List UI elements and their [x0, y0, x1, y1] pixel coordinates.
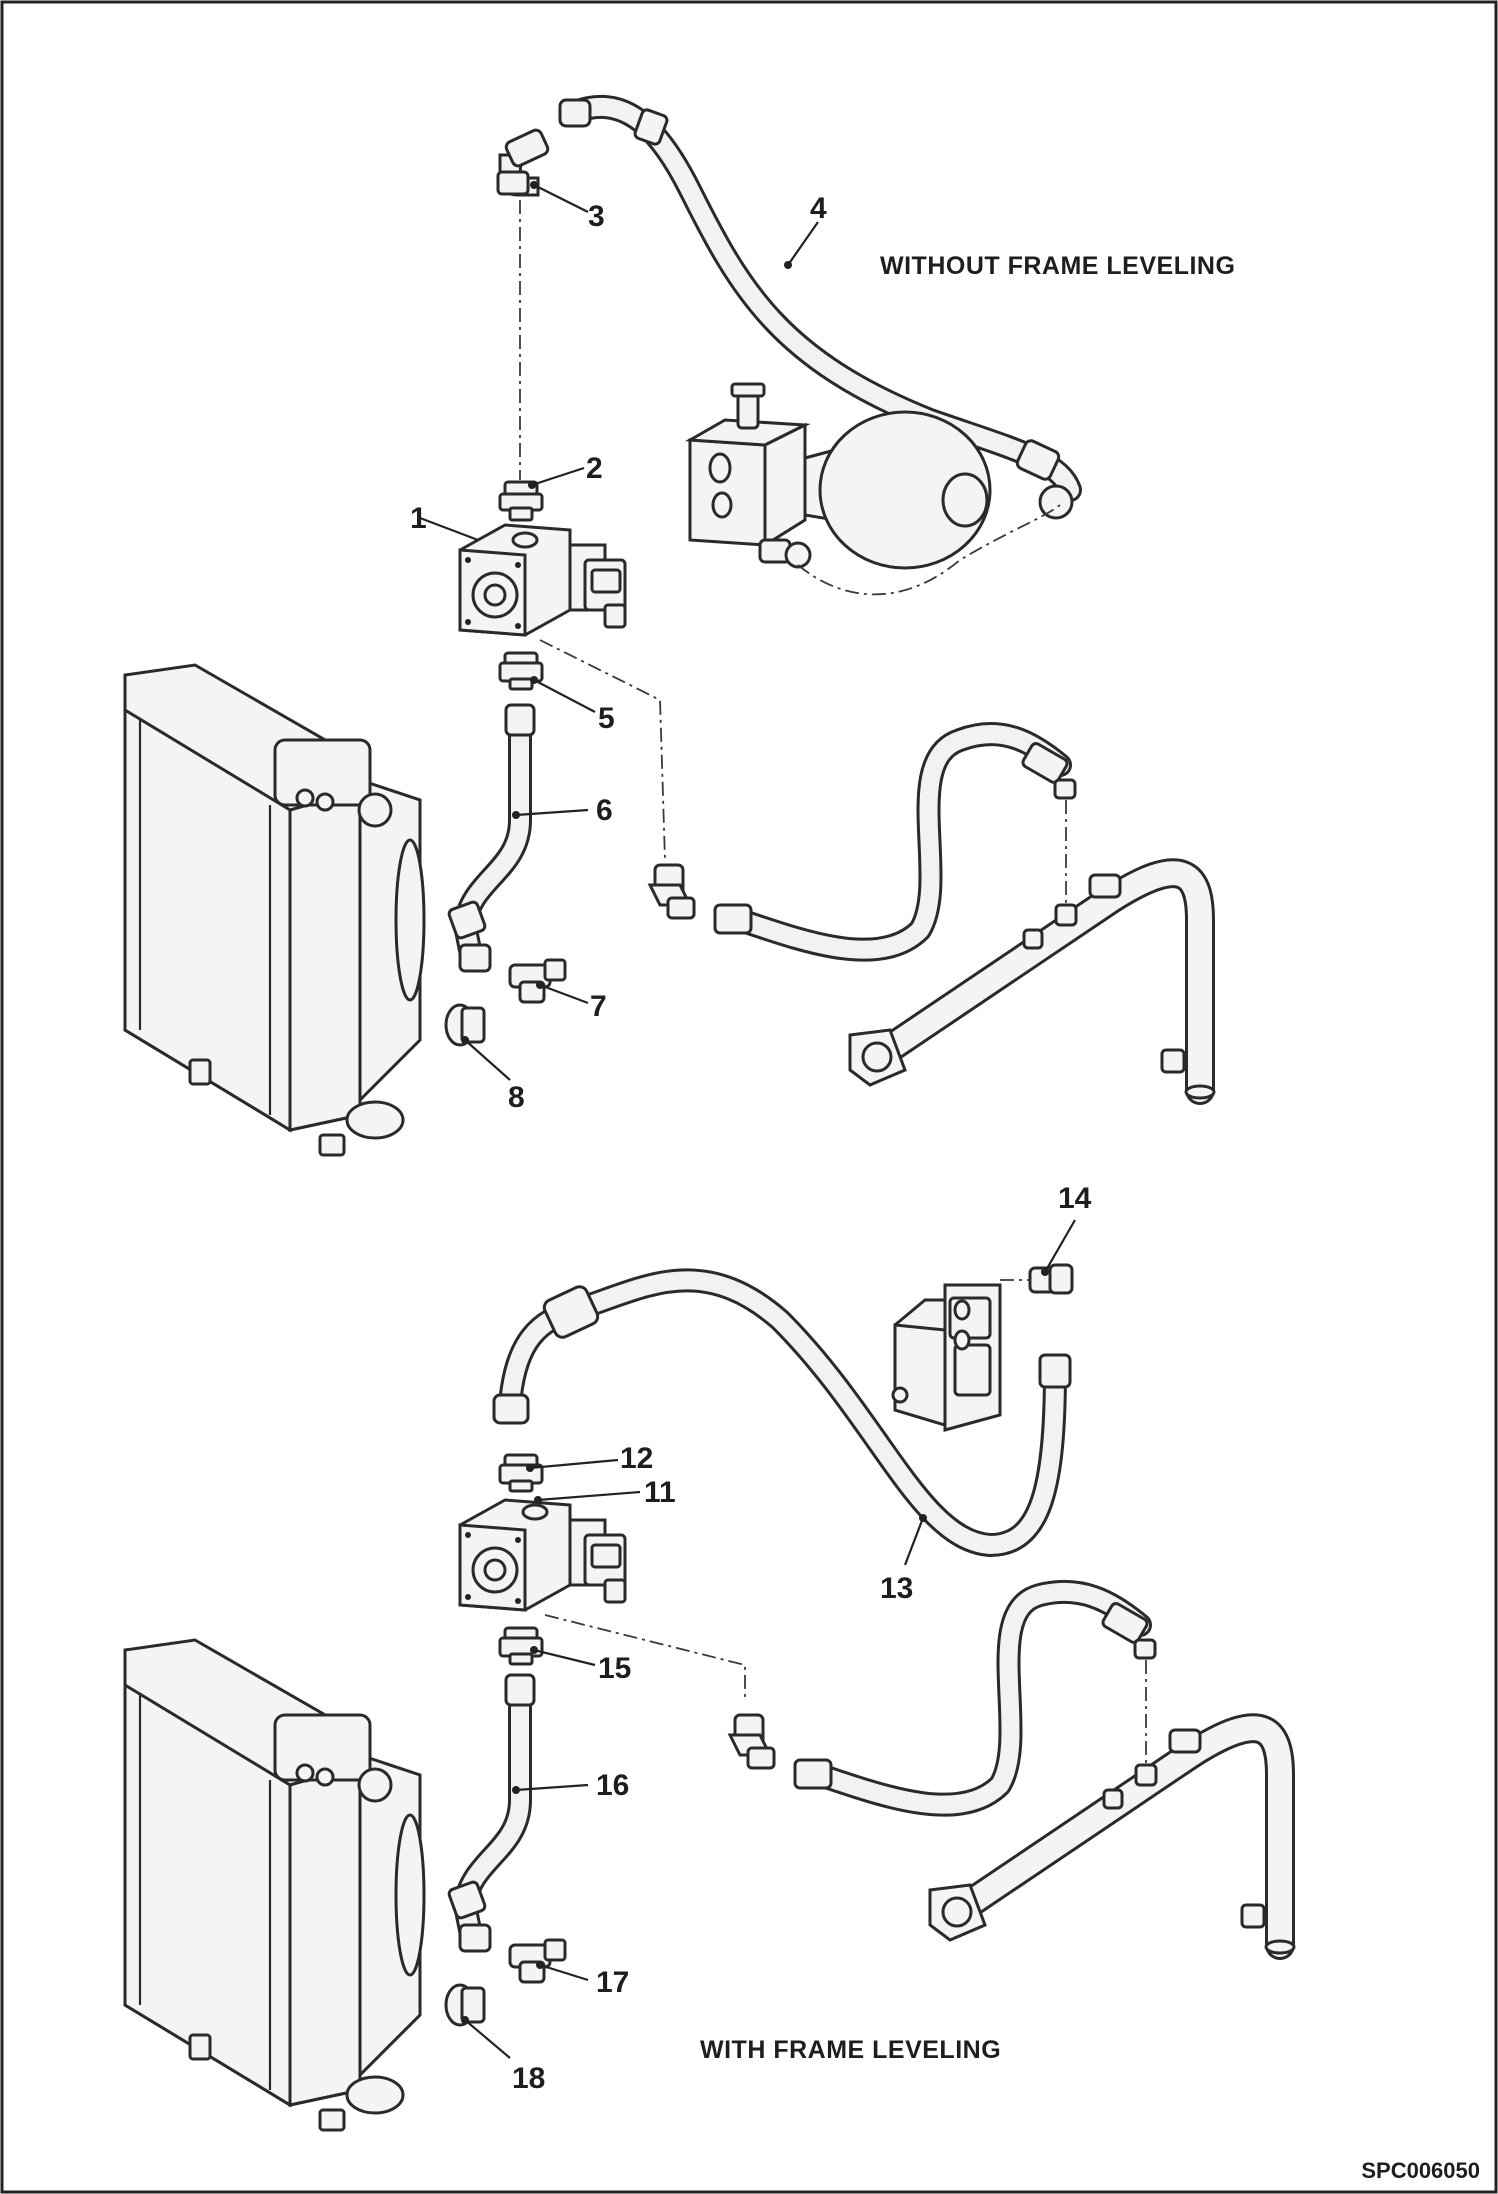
callout-2: 2 [586, 452, 603, 485]
fitting-8 [444, 1003, 486, 1047]
caption-without-frame-leveling: WITHOUT FRAME LEVELING [880, 252, 1235, 280]
hose-6 [447, 703, 536, 973]
callout-13: 13 [880, 1572, 913, 1605]
caption-with-frame-leveling: WITH FRAME LEVELING [700, 2036, 1001, 2064]
fitting-7 [508, 958, 567, 1004]
gear-pump-11 [458, 1498, 627, 1612]
callout-14: 14 [1058, 1182, 1092, 1215]
return-tube-assembly-top [713, 722, 1216, 1105]
frame-leveling-valve [891, 1283, 1002, 1432]
callout-17: 17 [596, 1966, 629, 1999]
return-tube-assembly-bottom [793, 1579, 1296, 1960]
centerline-pump-elbow [539, 639, 666, 861]
callout-16: 16 [596, 1769, 629, 1802]
fitting-2 [498, 480, 544, 522]
pressure-line-path [797, 504, 1061, 596]
elbow-fitting-bottom-right [727, 1713, 776, 1770]
fitting-15 [498, 1626, 544, 1666]
hose-13 [492, 1268, 1072, 1557]
section-with-frame-leveling [123, 1263, 1296, 2132]
callout-18: 18 [512, 2062, 545, 2095]
callout-12: 12 [620, 1442, 653, 1475]
fitting-18 [444, 1983, 486, 2027]
callout-1: 1 [410, 502, 427, 535]
callout-numbers: 1 2 3 4 5 6 7 8 11 12 13 14 15 16 17 18 [410, 192, 1092, 2095]
section-without-frame-leveling [123, 94, 1216, 1157]
fitting-14 [1028, 1263, 1074, 1295]
oil-cooler-top [123, 663, 426, 1157]
callout-11: 11 [644, 1476, 676, 1509]
callout-8: 8 [508, 1081, 525, 1114]
hose-16 [447, 1673, 536, 1953]
fitting-5 [498, 651, 544, 691]
callout-15: 15 [598, 1652, 631, 1685]
accumulator-valve-block [684, 382, 992, 570]
gear-pump-1 [458, 523, 627, 637]
callout-4: 4 [810, 192, 827, 225]
fitting-12 [498, 1453, 544, 1493]
callout-7: 7 [590, 990, 607, 1023]
hose-4 [558, 94, 1082, 520]
oil-cooler-bottom [123, 1638, 426, 2132]
fitting-17 [508, 1938, 567, 1984]
callout-leaders [419, 181, 1076, 2059]
elbow-fitting-top-right [647, 863, 696, 920]
elbow-fitting-3 [496, 128, 550, 197]
drawing-code: SPC006050 [1361, 2158, 1480, 2183]
callout-5: 5 [598, 702, 615, 735]
centerline-pump-elbow-bottom [544, 1614, 746, 1700]
callout-6: 6 [596, 794, 613, 827]
callout-3: 3 [588, 200, 605, 233]
